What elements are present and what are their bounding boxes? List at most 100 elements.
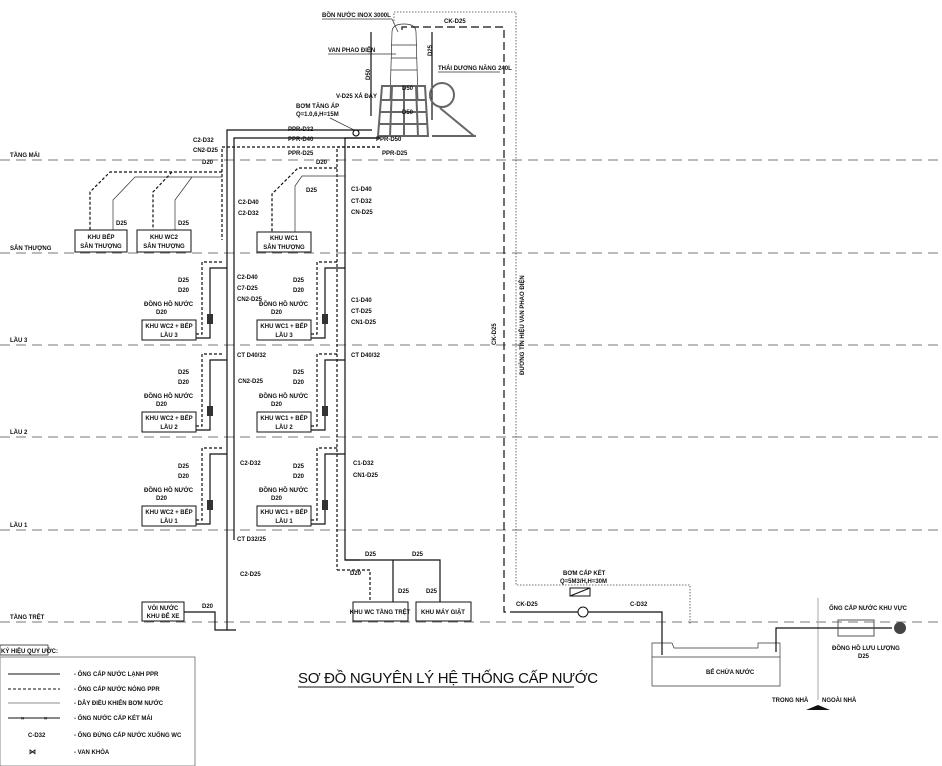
- box-wc1-san-thuong: [256, 231, 312, 253]
- meter-label: ĐỒNG HỒ NƯỚC: [144, 392, 194, 400]
- lau3-cn2-d25: CN2-D25: [237, 297, 263, 303]
- legend-item-roof-supply: - ỐNG NƯỚC CẤP KÉT MÁI: [74, 714, 153, 722]
- cn-d25-st-label: CN-D25: [351, 210, 373, 216]
- roof-tank: [376, 23, 430, 137]
- legend-header: KÝ HIỆU QUY ƯỚC:: [1, 647, 58, 655]
- ppr-d25-label: PPR-D25: [288, 151, 314, 157]
- main-cold-pipe-c2: [226, 129, 372, 631]
- water-meter-icon: [207, 314, 213, 324]
- wc1-lau3-line2: LẦU 3: [275, 332, 293, 339]
- ck-d25-ground-label: CK-D25: [516, 602, 538, 608]
- legend-item-hot: - ỐNG CẤP NƯỚC NÓNG PPR: [74, 685, 160, 693]
- tank-label: BỒN NƯỚC INOX 3000L: [322, 11, 391, 19]
- lau1-cn1-d25: CN1-D25: [353, 473, 379, 479]
- diagram-title: SƠ ĐỒ NGUYÊN LÝ HỆ THỐNG CẤP NƯỚC: [298, 669, 598, 687]
- laundry-label: KHU MÁY GIẶT: [421, 609, 465, 616]
- outside-label: NGOÀI NHÀ: [822, 697, 857, 704]
- tank-d50b-label: D50: [402, 110, 414, 116]
- faucet-pipe: [184, 611, 227, 631]
- branch-wc2-hot: [152, 171, 173, 230]
- d20-roof-label: D20: [202, 160, 214, 166]
- meter-d20-label: D20: [156, 310, 168, 316]
- laundry-pipe: [345, 559, 441, 602]
- d20-label: D20: [178, 288, 190, 294]
- box-wc2-lau2: [141, 411, 197, 433]
- legend-item-control: - DÂY ĐIỀU KHIỂN BƠM NƯỚC: [74, 699, 164, 707]
- d25-label: D25: [178, 464, 190, 470]
- wc2-lau1-line2: LẦU 1: [160, 518, 178, 525]
- hot-branch-wc2-lau3: [196, 261, 222, 335]
- lau3-c1-d40: C1-D40: [351, 298, 372, 304]
- meter-d20-label: D20: [156, 496, 168, 502]
- ground-tank-label: BỂ CHỨA NƯỚC: [706, 668, 755, 676]
- meter-label: ĐỒNG HỒ NƯỚC: [144, 300, 194, 308]
- box-wc-ground: [352, 601, 409, 622]
- box-wc2-line2: SÂN THƯỢNG: [143, 243, 185, 250]
- wc1-lau2-line1: KHU WC1 + BẾP: [260, 415, 307, 422]
- lau1-c1-d32: C1-D32: [353, 461, 374, 467]
- lau2-ct-d4032b: CT D40/32: [351, 353, 381, 359]
- ct-d3225-label: CT D32/25: [237, 537, 267, 543]
- d25-label: D25: [293, 464, 305, 470]
- vertical-d25-label: D25: [428, 44, 434, 56]
- flow-meter-label: ĐỒNG HỒ LƯU LƯỢNG: [832, 645, 900, 652]
- hot-branch-wc1-lau3: [311, 261, 337, 335]
- faucet-line2: KHU ĐỂ XE: [147, 613, 180, 620]
- control-signal-line: [393, 11, 691, 625]
- box-kitchen-san-thuong: [74, 229, 128, 253]
- d20-label: D20: [293, 474, 305, 480]
- d20b-roof-label: D20: [316, 160, 328, 166]
- hot-branch-wc1-lau1: [311, 447, 337, 521]
- branch-wc1-cold: [294, 175, 345, 232]
- ground-d25d: D25: [426, 589, 438, 595]
- flow-meter-box: [837, 619, 875, 637]
- c1-d40-st-label: C1-D40: [351, 187, 372, 193]
- legend-arrow-1: »: [21, 716, 25, 722]
- c2-d40-st-label: C2-D40: [238, 200, 259, 206]
- water-meter-icon: [322, 406, 328, 416]
- valve-icon: ⋈: [29, 749, 36, 756]
- hot-branch-wc2-lau1: [196, 447, 222, 521]
- inside-label: TRONG NHÀ: [772, 697, 809, 704]
- box-wc1-lau2: [256, 411, 312, 433]
- supply-pump-icon: [577, 606, 589, 618]
- hot-branch-wc2-lau2: [196, 353, 222, 427]
- ck-d25-roof-label: CK-D25: [444, 19, 466, 25]
- d25-wc2-label: D25: [178, 221, 190, 227]
- booster-pump-spec: Q=1.0,6,H=15M: [296, 112, 339, 118]
- level-label-lau1: LẦU 1: [10, 522, 28, 529]
- ppr-d40-label: PPR-D40: [288, 137, 314, 143]
- branch-wc1-hot: [271, 167, 337, 232]
- ppr-d50-label: PPR-D50: [376, 137, 402, 143]
- meter-d20-label: D20: [271, 496, 283, 502]
- d25-label: D25: [293, 370, 305, 376]
- box-wc1-line2: SÂN THƯỢNG: [263, 244, 305, 251]
- lau2-ct-d4032a: CT D40/32: [237, 353, 267, 359]
- boundary-arrow-icon: [806, 705, 830, 710]
- control-line-label: ĐƯỜNG TÍN HIỆU VAN PHAO ĐIỆN: [518, 275, 526, 375]
- supply-pump-pipe: [516, 611, 663, 655]
- hot-branch-wc1-lau2: [311, 353, 337, 427]
- ck-riser-pipe: [401, 26, 516, 613]
- legend-item-riser: - ỐNG ĐỨNG CẤP NƯỚC XUỐNG WC: [74, 731, 182, 739]
- d20-label: D20: [178, 474, 190, 480]
- box-kitchen-line1: KHU BẾP: [87, 234, 114, 241]
- lau3-ct-d25: CT-D25: [351, 309, 372, 315]
- wc2-lau2-line2: LẦU 2: [160, 424, 178, 431]
- wc2-lau1-line1: KHU WC2 + BẾP: [145, 509, 192, 516]
- faucet-line1: VÒI NƯỚC: [148, 604, 179, 612]
- lau3-cn1-d25: CN1-D25: [351, 320, 377, 326]
- supply-pump-spec: Q=5M3/H,H=30M: [560, 579, 607, 585]
- meter-label: ĐỒNG HỒ NƯỚC: [259, 392, 309, 400]
- flow-meter-d-label: D25: [858, 654, 870, 660]
- ct-d32-st-label: CT-D32: [351, 199, 372, 205]
- lau1-c2-d32: C2-D32: [240, 461, 261, 467]
- d20-label: D20: [178, 380, 190, 386]
- ground-storage-tank: [651, 598, 819, 700]
- city-supply-label: ỐNG CẤP NƯỚC KHU VỰC: [829, 604, 908, 612]
- cold-branch-wc1-lau3: [311, 267, 345, 339]
- d25-wc1-label: D25: [306, 188, 318, 194]
- wc1-lau3-line1: KHU WC1 + BẾP: [260, 323, 307, 330]
- box-laundry: [415, 601, 472, 622]
- box-wc2-san-thuong: [136, 229, 192, 253]
